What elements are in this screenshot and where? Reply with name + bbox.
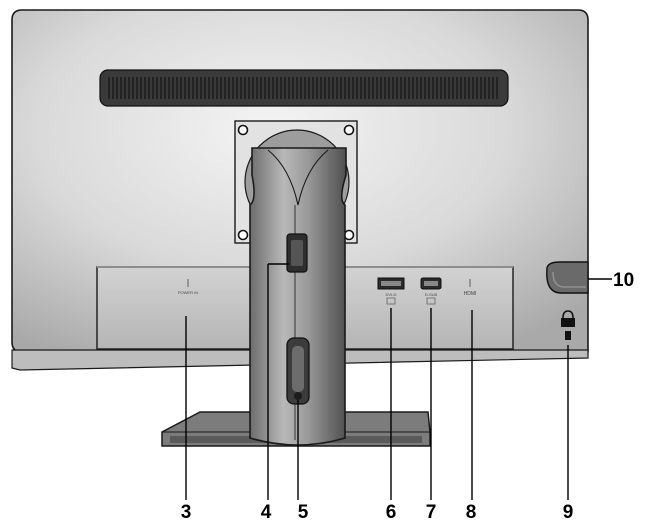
callout-7: 7 <box>426 502 437 523</box>
callout-8: 8 <box>466 502 477 523</box>
callout-5: 5 <box>298 502 309 523</box>
cable-clip <box>286 233 308 273</box>
hdmi-port: HDMI <box>464 279 477 297</box>
callout-6: 6 <box>386 502 397 523</box>
callout-3: 3 <box>181 502 192 523</box>
security-lock-slot <box>561 310 575 340</box>
callout-numbers: 3 4 5 6 7 8 9 10 <box>181 270 634 523</box>
hdmi-label: HDMI <box>464 291 477 297</box>
d-sub-label: D-SUB <box>425 292 438 297</box>
callout-10: 10 <box>613 270 634 291</box>
dvi-d-label: DVI-D <box>386 292 397 297</box>
cable-holder <box>286 337 310 405</box>
callout-leader-lines <box>185 263 612 500</box>
ventilation-grille <box>99 69 509 107</box>
power-in-port: POWER IN <box>178 279 198 295</box>
power-in-label: POWER IN <box>178 290 198 295</box>
callout-9: 9 <box>563 502 574 523</box>
callout-4: 4 <box>261 502 272 523</box>
headphone-hook <box>546 261 589 294</box>
dvi-d-port: DVI-D <box>377 277 405 305</box>
d-sub-port: D-SUB <box>420 277 442 305</box>
